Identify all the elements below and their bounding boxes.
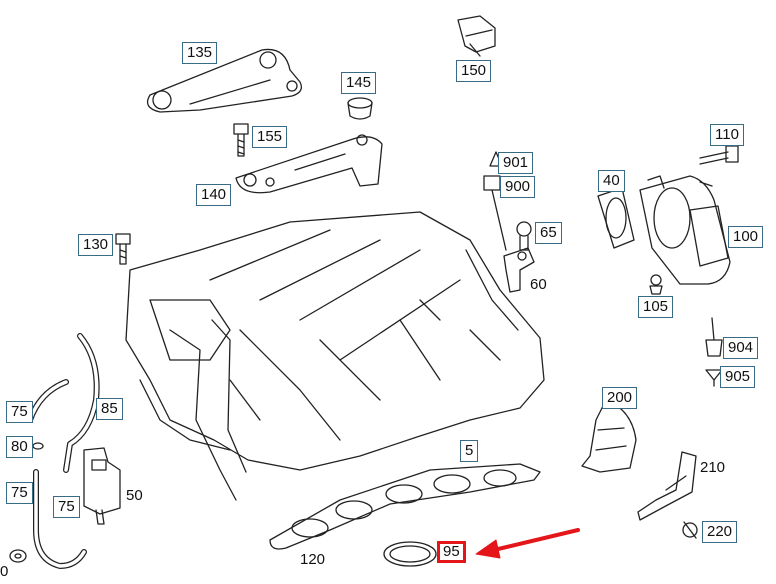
intake-manifold-5-part — [125, 211, 545, 501]
seal-ring-95-part — [383, 541, 437, 567]
bolt-130-part — [115, 233, 131, 265]
heat-shield-200-part — [581, 399, 637, 473]
callout-220[interactable]: 220 — [702, 521, 738, 543]
hose-85-part — [63, 333, 100, 473]
callout-135[interactable]: 135 — [182, 42, 218, 64]
sensor-60-part — [503, 247, 535, 293]
callout-5[interactable]: 5 — [460, 440, 479, 462]
callout-40[interactable]: 40 — [598, 170, 625, 192]
callout-155[interactable]: 155 — [252, 126, 288, 148]
screw-220-part — [682, 521, 698, 539]
callout-60[interactable]: 60 — [530, 276, 547, 293]
callout-200[interactable]: 200 — [602, 387, 638, 409]
callout-120[interactable]: 120 — [300, 551, 326, 568]
bolt-110-part — [699, 145, 739, 165]
bracket-140-part — [235, 134, 383, 194]
heat-shield-210-part — [637, 451, 697, 521]
callout-145[interactable]: 145 — [341, 72, 377, 94]
callout-80[interactable]: 80 — [6, 436, 33, 458]
callout-75-middle[interactable]: 75 — [6, 482, 33, 504]
hose-75-part — [27, 379, 87, 569]
plug-145-part — [347, 97, 373, 120]
callout-130[interactable]: 130 — [78, 234, 114, 256]
callout-105[interactable]: 105 — [638, 296, 674, 318]
connector-904-part — [705, 317, 723, 357]
callout-95-highlighted[interactable]: 95 — [437, 541, 466, 563]
gasket-plate-135-part — [146, 48, 303, 113]
callout-85[interactable]: 85 — [96, 398, 123, 420]
callout-901[interactable]: 901 — [498, 152, 534, 174]
callout-100[interactable]: 100 — [728, 226, 764, 248]
nut-105-part — [649, 274, 663, 295]
cap-905-part — [705, 369, 723, 387]
clip-150-part — [457, 15, 496, 57]
callout-75-lower[interactable]: 75 — [53, 496, 80, 518]
gasket-120-part — [269, 463, 541, 550]
highlight-arrow — [475, 528, 580, 559]
callout-110[interactable]: 110 — [710, 124, 744, 146]
callout-50[interactable]: 50 — [126, 487, 143, 504]
callout-140[interactable]: 140 — [196, 184, 232, 206]
callout-0[interactable]: 0 — [0, 563, 9, 580]
callout-65[interactable]: 65 — [535, 222, 562, 244]
bolt-155-part — [233, 123, 249, 157]
callout-75-upper[interactable]: 75 — [6, 401, 33, 423]
callout-905[interactable]: 905 — [720, 366, 756, 388]
callout-210[interactable]: 210 — [700, 459, 726, 476]
callout-904[interactable]: 904 — [723, 337, 759, 359]
throttle-body-100-part — [639, 175, 731, 285]
gasket-40-part — [597, 187, 635, 249]
valve-50-part — [83, 447, 121, 525]
callout-150[interactable]: 150 — [456, 60, 492, 82]
clamp-80-part — [32, 442, 44, 450]
callout-900[interactable]: 900 — [500, 176, 536, 198]
washer-0-part — [9, 549, 27, 563]
screw-65-part — [516, 221, 532, 251]
